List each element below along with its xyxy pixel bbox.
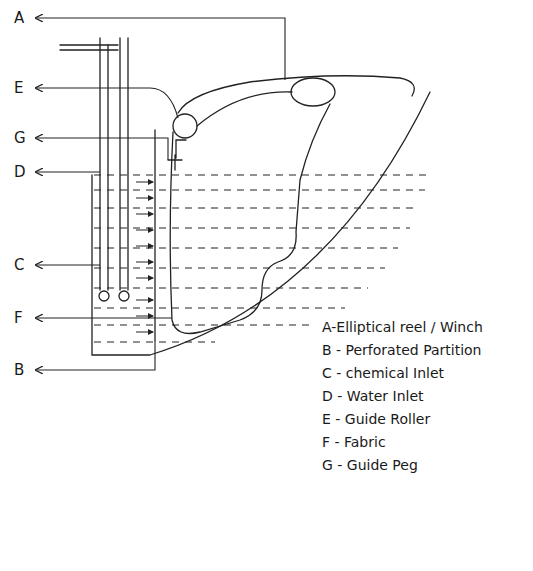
key-entry: B - Perforated Partition [322,341,518,359]
callout-letter: D [14,164,26,180]
callout-letter: G [14,130,26,146]
callout-letter: C [14,257,24,273]
key-entry: E - Guide Roller [322,410,518,428]
callout-letter: B [14,362,24,378]
callout-letter: F [14,310,23,326]
key-entry: G - Guide Peg [322,456,518,474]
key-entry: C - chemical Inlet [322,364,518,382]
callout-letter: A [14,10,24,26]
key-entry: A-Elliptical reel / Winch [322,318,518,336]
callout-letter: E [14,80,23,96]
key-entry: D - Water Inlet [322,387,518,405]
key-entry: F - Fabric [322,433,518,451]
